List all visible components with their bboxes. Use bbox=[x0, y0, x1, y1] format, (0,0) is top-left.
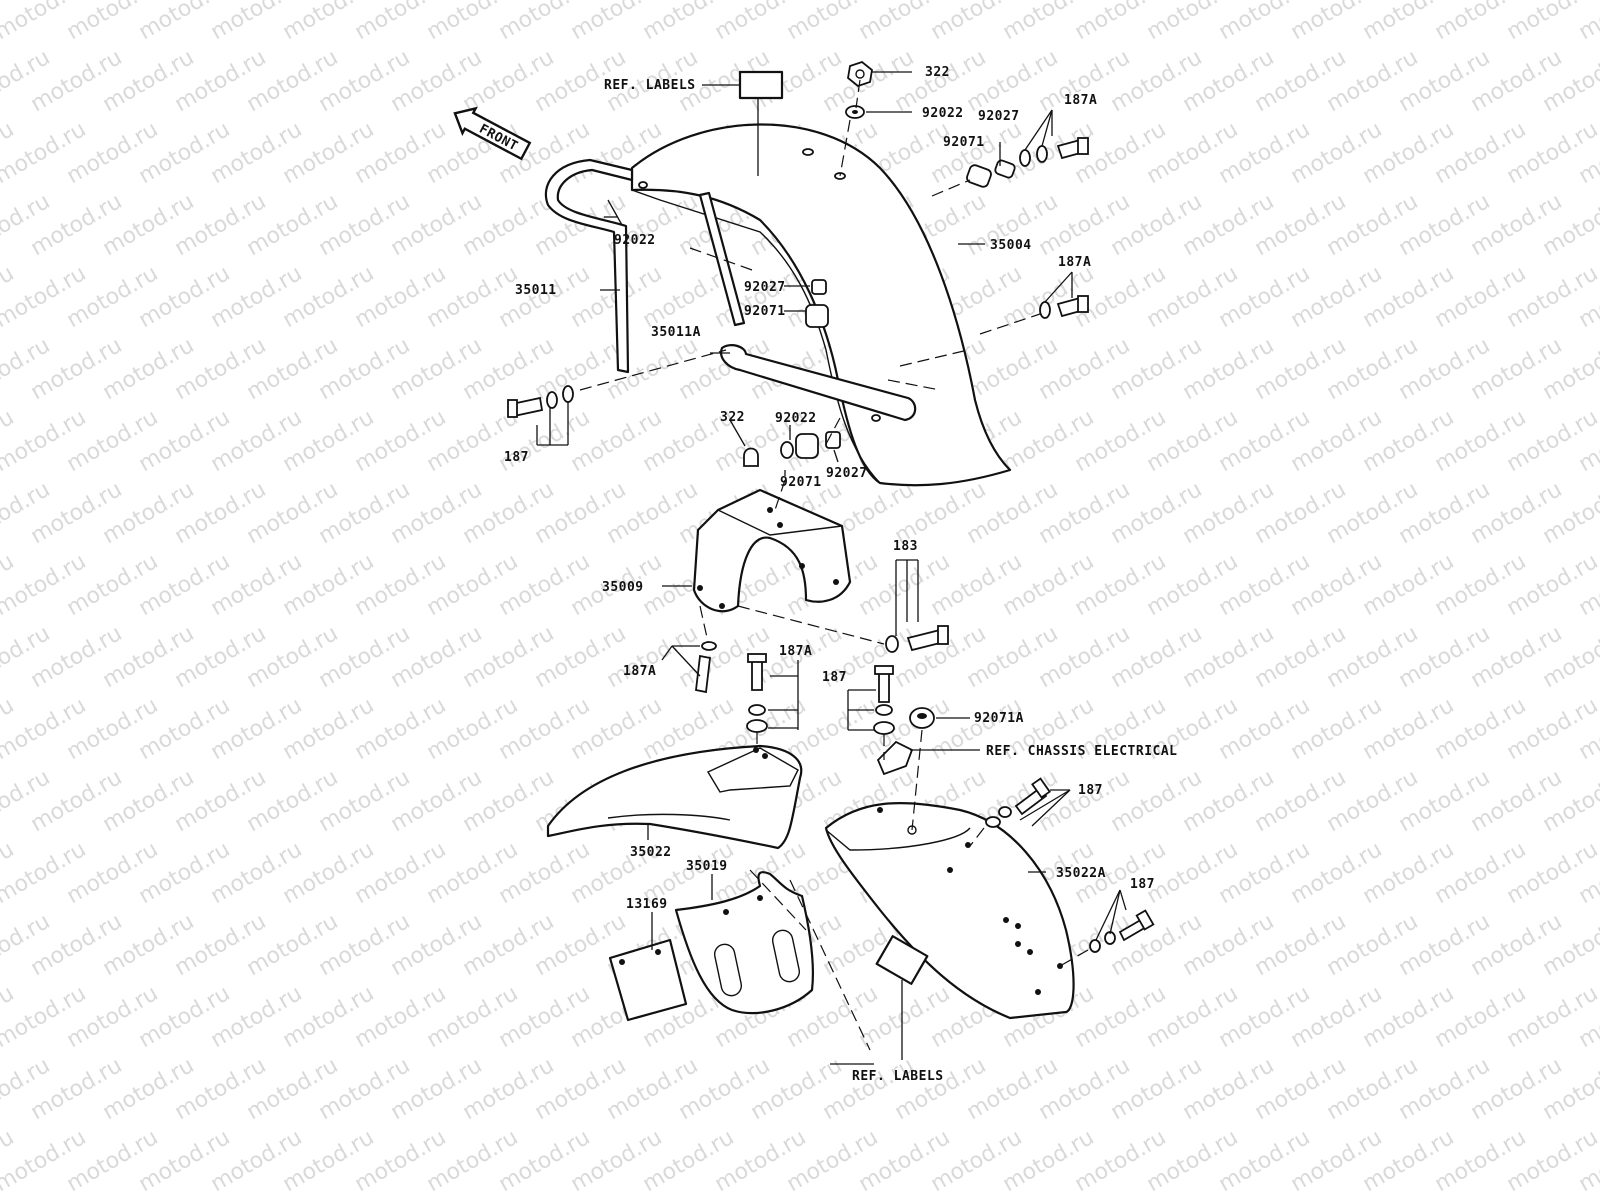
label-187A-top: 187A bbox=[1064, 93, 1097, 108]
label-187A-center: 187A bbox=[779, 644, 812, 659]
label-187A-mid: 187A bbox=[1058, 255, 1091, 270]
label-187-right: 187 bbox=[1078, 783, 1103, 798]
label-92022-left: 92022 bbox=[614, 233, 656, 248]
washer-92022-top bbox=[846, 106, 864, 118]
label-35004: 35004 bbox=[990, 238, 1032, 253]
label-35022: 35022 bbox=[630, 845, 672, 860]
label-35009: 35009 bbox=[602, 580, 644, 595]
label-187-bottom: 187 bbox=[1130, 877, 1155, 892]
label-92027-mid: 92027 bbox=[744, 280, 786, 295]
bolt-stack-187 bbox=[874, 666, 894, 734]
label-322-mid: 322 bbox=[720, 410, 745, 425]
label-13169: 13169 bbox=[626, 897, 668, 912]
label-ref-labels-top: REF. LABELS bbox=[604, 78, 696, 93]
ref-labels-plate-top bbox=[740, 72, 782, 98]
label-187A-lower: 187A bbox=[623, 664, 656, 679]
label-92022-mid: 92022 bbox=[775, 411, 817, 426]
label-187-left: 187 bbox=[504, 450, 529, 465]
label-92027-top: 92027 bbox=[978, 109, 1020, 124]
label-322-top: 322 bbox=[925, 65, 950, 80]
label-92071A: 92071A bbox=[974, 711, 1024, 726]
label-35011: 35011 bbox=[515, 283, 557, 298]
label-92071-top: 92071 bbox=[943, 135, 985, 150]
label-92071-low: 92071 bbox=[780, 475, 822, 490]
label-183: 183 bbox=[893, 539, 918, 554]
label-187-center: 187 bbox=[822, 670, 847, 685]
label-ref-labels-bottom: REF. LABELS bbox=[852, 1069, 944, 1084]
front-fender-35022 bbox=[548, 746, 801, 848]
label-35019: 35019 bbox=[686, 859, 728, 874]
label-92071-mid: 92071 bbox=[744, 304, 786, 319]
label-35011A: 35011A bbox=[651, 325, 701, 340]
label-ref-chassis-electrical: REF. CHASSIS ELECTRICAL bbox=[986, 744, 1178, 759]
label-35022A: 35022A bbox=[1056, 866, 1106, 881]
label-92027-low: 92027 bbox=[826, 466, 868, 481]
grommet-92071A bbox=[910, 708, 934, 728]
label-92022-top: 92022 bbox=[922, 106, 964, 121]
